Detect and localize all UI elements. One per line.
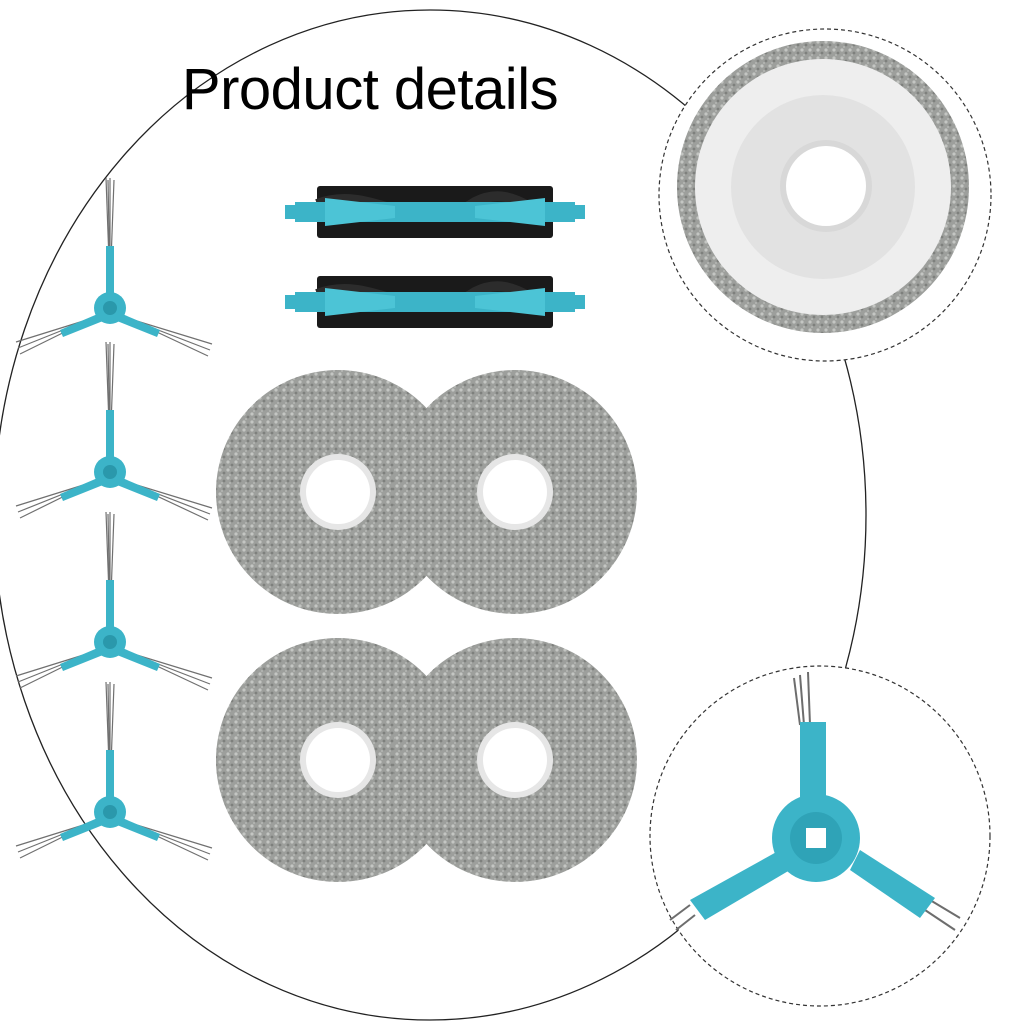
mop-pad [393,370,637,614]
mop-pad-back-detail [658,28,992,362]
page-title: Product details [181,57,559,122]
side-brush [15,341,213,521]
roller-brush [285,186,585,238]
side-brush [15,177,213,357]
mop-pad [393,638,637,882]
side-brush [15,681,213,861]
side-brush [15,511,213,691]
side-brush-hub-detail [649,665,991,1007]
roller-brush [285,276,585,328]
background-circle [0,9,867,1021]
